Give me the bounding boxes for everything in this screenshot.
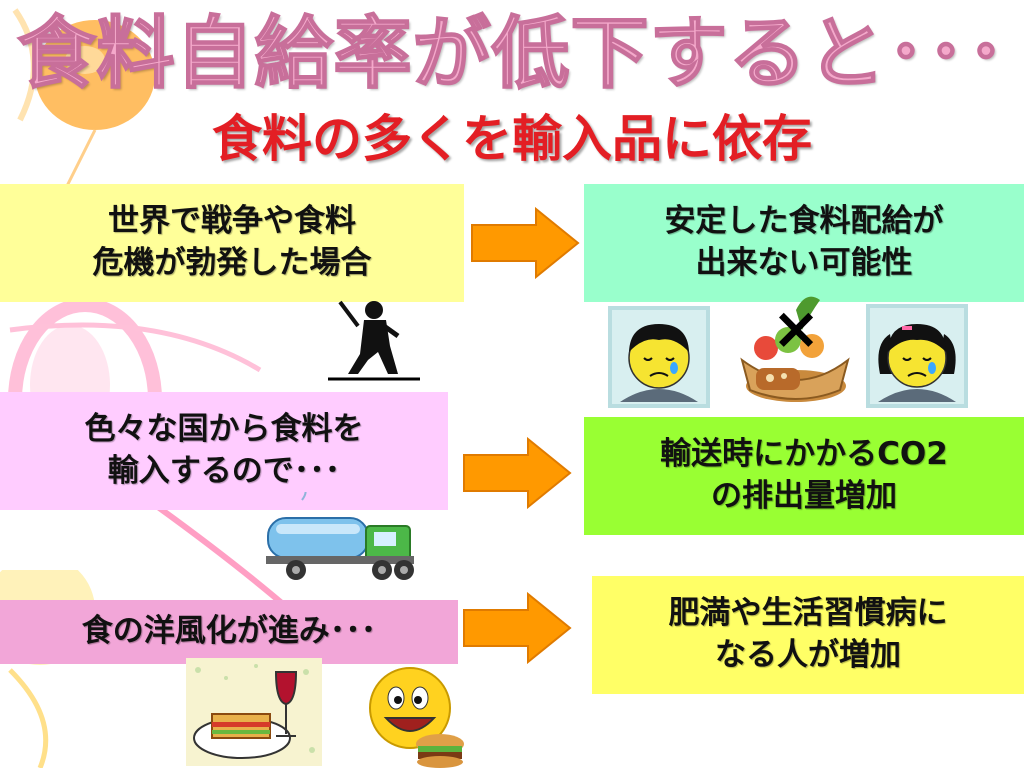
right-arrow-icon [471,207,580,279]
effect-line: 出来ない可能性 [695,245,913,281]
kneeling-soldier-icon [328,300,420,381]
effect-box-food-supply: 安定した食料配給が 出来ない可能性 [584,184,1024,302]
page-subtitle: 食料の多くを輸入品に依存 [212,110,812,168]
cause-box-war-crisis: 世界で戦争や食料 危機が勃発した場合 [0,184,464,302]
effect-line: 肥満や生活習慣病に [668,595,948,632]
effect-box-co2: 輸送時にかかるCO2 の排出量増加 [584,417,1024,535]
orange-balloon-decoration [12,8,155,200]
cause-line: 輸入するので･･･ [107,453,341,489]
cause-line: 食の洋風化が進み･･･ [81,613,377,650]
cause-line: 色々な国から食料を [84,411,364,448]
cause-line: 世界で戦争や食料 [108,203,356,240]
right-arrow-icon [463,592,572,664]
effect-line: なる人が増加 [715,637,901,673]
effect-line: 輸送時にかかるCO2 [660,436,948,473]
cause-box-western-diet: 食の洋風化が進み･･･ [0,600,458,664]
right-arrow-icon [463,437,572,509]
lasagna-and-wine-icon [186,658,322,766]
cause-line: 危機が勃発した場合 [92,245,372,281]
tanker-truck-icon [266,492,414,580]
cause-box-imports: 色々な国から食料を 輸入するので･･･ [0,392,448,510]
page-title: 食料自給率が低下すると･･･ [16,9,1007,99]
effect-line: の排出量増加 [711,478,897,514]
cross-mark: × [771,293,821,362]
effect-box-obesity: 肥満や生活習慣病に なる人が増加 [592,576,1024,694]
sad-boy-face-icon [608,306,710,408]
food-basket-icon [740,296,850,402]
sad-girl-face-icon [866,304,968,408]
smiley-with-hamburger-icon [369,667,464,768]
effect-line: 安定した食料配給が [664,203,944,240]
